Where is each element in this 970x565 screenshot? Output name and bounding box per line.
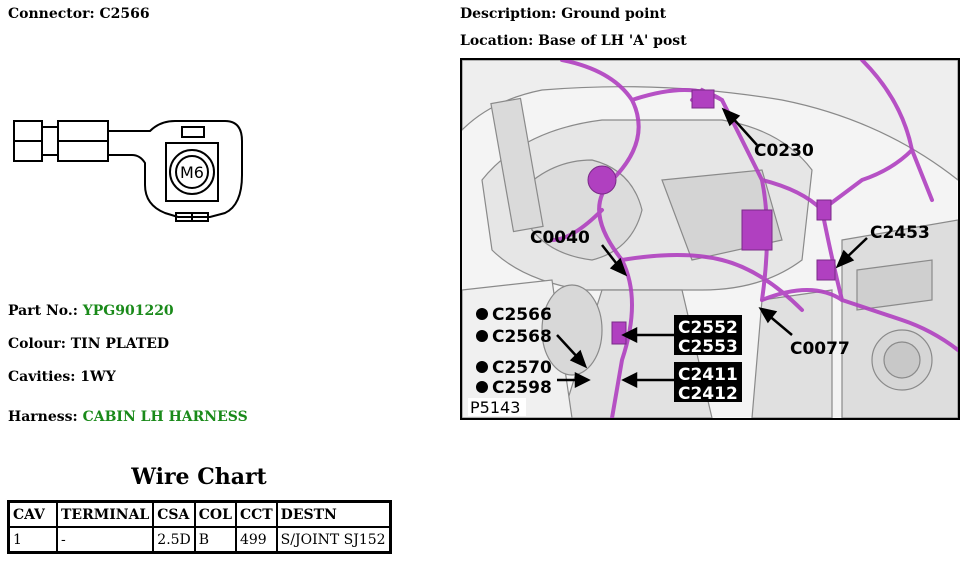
colour-value: TIN PLATED xyxy=(70,336,170,352)
stud-label: M6 xyxy=(180,163,204,182)
part-value-link[interactable]: YPG901220 xyxy=(82,303,174,319)
col-header: CSA xyxy=(152,500,196,528)
callout-c2598: C2598 xyxy=(492,378,552,398)
callout-c2552: C2552 xyxy=(678,318,738,338)
harness-label: Harness: xyxy=(8,409,83,425)
callout-box xyxy=(674,362,742,402)
callout-c2566: C2566 xyxy=(492,305,552,325)
callout-c0077: C0077 xyxy=(790,339,850,359)
bullet-icon xyxy=(476,330,488,342)
connector-label: Connector: C2566 xyxy=(8,6,150,22)
cavities-label: Cavities: xyxy=(8,369,81,385)
table-cell: 2.5D xyxy=(152,526,196,554)
connector-diagram: M6 xyxy=(0,105,260,235)
col-header: CAV xyxy=(7,500,58,528)
callout-c2411: C2411 xyxy=(678,365,738,385)
bullet-icon xyxy=(476,361,488,373)
callout-box xyxy=(674,315,742,355)
vehicle-interior-drawing: C0230 C0040 C2453 C0077 C2566 C2568 C257… xyxy=(462,60,958,418)
callout-c2412: C2412 xyxy=(678,384,738,404)
colour-label: Colour: xyxy=(8,336,71,352)
callout-c2553: C2553 xyxy=(678,337,738,357)
location-label: Location: Base of LH 'A' post xyxy=(460,33,687,49)
description-label: Description: Ground point xyxy=(460,6,666,22)
description-value: Ground point xyxy=(561,6,667,22)
col-header: CCT xyxy=(234,500,278,528)
cavities: Cavities: 1WY xyxy=(8,369,116,385)
table-cell: 1 xyxy=(7,526,58,554)
description-label-text: Description: xyxy=(460,6,562,22)
callout-c0230: C0230 xyxy=(754,141,814,161)
connector-value: C2566 xyxy=(99,6,150,22)
table-cell: B xyxy=(193,526,237,554)
bullet-icon xyxy=(476,381,488,393)
harness: Harness: CABIN LH HARNESS xyxy=(8,409,248,425)
col-header: COL xyxy=(193,500,237,528)
col-header: DESTN xyxy=(275,500,392,528)
ring-terminal-drawing: M6 xyxy=(13,120,243,222)
connector-label-text: Connector: xyxy=(8,6,100,22)
table-cell: - xyxy=(55,526,155,554)
wire-chart-title: Wire Chart xyxy=(131,464,267,490)
part-number: Part No.: YPG901220 xyxy=(8,303,174,319)
wire-chart-table: CAV TERMINAL CSA COL CCT DESTN 1 - 2.5D … xyxy=(7,500,392,554)
part-label: Part No.: xyxy=(8,303,83,319)
table-row: 1 - 2.5D B 499 S/JOINT SJ152 xyxy=(7,526,392,554)
col-header: TERMINAL xyxy=(55,500,155,528)
reference-bg xyxy=(468,398,526,416)
location-illustration: C0230 C0040 C2453 C0077 C2566 C2568 C257… xyxy=(460,58,960,420)
table-header-row: CAV TERMINAL CSA COL CCT DESTN xyxy=(7,500,392,528)
cavities-value: 1WY xyxy=(80,369,116,385)
location-value: Base of LH 'A' post xyxy=(538,33,687,49)
colour: Colour: TIN PLATED xyxy=(8,336,169,352)
callout-c2570: C2570 xyxy=(492,358,552,378)
callout-c2453: C2453 xyxy=(870,223,930,243)
table-cell: S/JOINT SJ152 xyxy=(275,526,392,554)
callout-c2568: C2568 xyxy=(492,327,552,347)
reference-id: P5143 xyxy=(470,398,520,417)
harness-value-link[interactable]: CABIN LH HARNESS xyxy=(82,409,248,425)
callout-c0040: C0040 xyxy=(530,228,590,248)
location-label-text: Location: xyxy=(460,33,539,49)
bullet-icon xyxy=(476,308,488,320)
table-cell: 499 xyxy=(234,526,278,554)
